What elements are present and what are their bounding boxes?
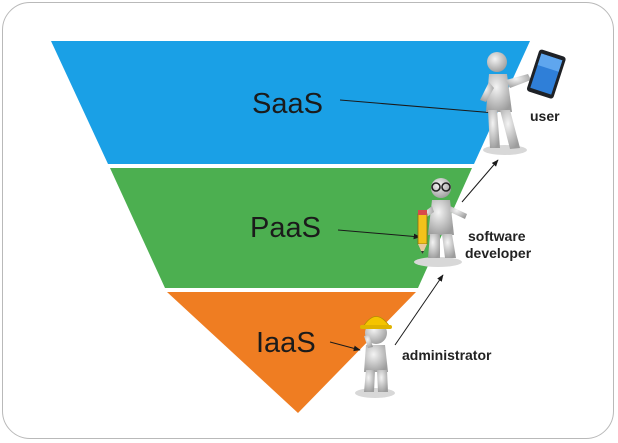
saas-layer: [51, 41, 530, 164]
iaas-label: IaaS: [256, 327, 316, 359]
developer-to-user-arrow: [461, 159, 499, 203]
user-label: user: [530, 108, 560, 124]
paas-layer: [110, 168, 472, 288]
pencil-developer-figure-icon: [414, 178, 467, 267]
saas-to-user-arrow: [339, 99, 496, 116]
paas-label: PaaS: [250, 212, 321, 244]
tablet-user-figure-icon: [480, 49, 566, 155]
administrator-label: administrator: [402, 347, 492, 363]
hardhat-admin-figure-icon: [355, 316, 395, 398]
developer-label-line2: developer: [465, 245, 532, 261]
admin-to-developer-arrow: [394, 274, 444, 346]
developer-label-line1: software: [468, 228, 526, 244]
saas-label: SaaS: [252, 88, 323, 120]
iaas-layer: [167, 292, 416, 413]
iaas-to-admin-arrow: [329, 341, 361, 352]
paas-to-developer-arrow: [337, 229, 421, 240]
